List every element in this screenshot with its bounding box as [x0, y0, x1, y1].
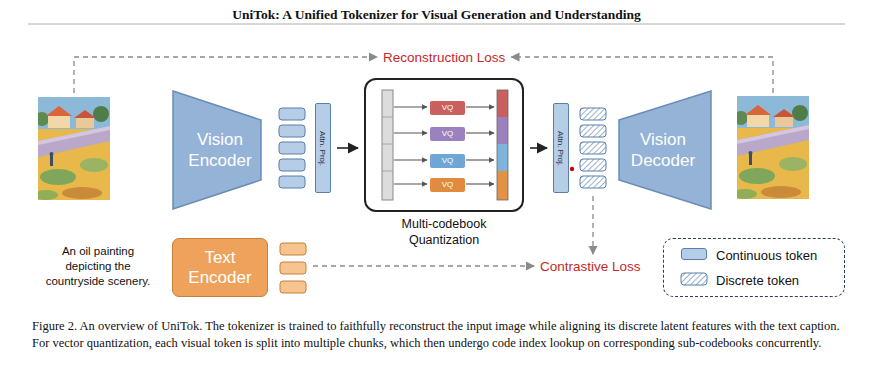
decoder-trapezoid: Vision Decoder — [618, 90, 712, 210]
contrastive-guide — [592, 196, 593, 254]
legend-hatch-sample — [680, 272, 708, 286]
box-text: Vision Decoder — [627, 129, 699, 171]
box-text: Attn. Proj. — [319, 130, 328, 165]
caption: Figure 2. An overview of UniTok. The tok… — [32, 318, 844, 352]
output-image — [733, 96, 809, 199]
continuous-tokens — [279, 108, 305, 188]
red-dot — [570, 167, 574, 171]
contrastive-guide — [313, 265, 534, 266]
note-text: An oil painting depicting the countrysid… — [38, 244, 158, 289]
legend-swatch — [681, 248, 707, 260]
loss-label: Contrastive Loss — [538, 257, 643, 275]
title: UniTok: A Unified Tokenizer for Visual G… — [0, 5, 873, 23]
loss-label: Reconstruction Loss — [381, 48, 507, 66]
text-tokens — [280, 243, 306, 293]
trapezoid-shape — [618, 90, 712, 210]
legend-text: Continuous token — [716, 248, 817, 263]
vq-text: VQ — [442, 156, 454, 166]
discrete-tokens — [580, 108, 606, 188]
vq-box: VQ — [430, 154, 465, 168]
projection-bar: Attn. Proj. — [315, 103, 331, 193]
quantizer-box: Multi-codebook Quantization VQ VQ VQ VQ — [364, 78, 524, 250]
title-rule — [28, 24, 845, 25]
flow-arrow — [530, 147, 547, 149]
vq-text: VQ — [442, 129, 454, 139]
projection-bar: Attn. Proj. — [553, 103, 569, 193]
legend-text: Discrete token — [716, 273, 799, 288]
caption-text: Figure 2. An overview of UniTok. The tok… — [32, 318, 844, 352]
quantizer-label: Multi-codebook Quantization — [379, 216, 509, 248]
vq-box: VQ — [430, 127, 465, 141]
vq-text: VQ — [442, 180, 454, 190]
title-text: UniTok: A Unified Tokenizer for Visual G… — [232, 7, 641, 22]
quantizer-title: Multi-codebook Quantization — [379, 216, 509, 248]
legend-frame — [663, 238, 845, 297]
trapezoid-shape — [172, 90, 262, 210]
box-text: Text Encoder — [184, 248, 256, 288]
flow-arrow — [337, 147, 358, 149]
vq-text: VQ — [442, 103, 454, 113]
box-text: Attn. Proj. — [557, 130, 566, 165]
reconstruction-guide — [74, 57, 377, 93]
vq-box: VQ — [430, 101, 465, 115]
note-label: An oil painting depicting the countrysid… — [38, 244, 158, 289]
reconstruction-guide — [511, 57, 773, 93]
text-encoder-box: Text Encoder — [172, 238, 268, 297]
encoder-trapezoid: Vision Encoder — [172, 90, 262, 210]
legend-label: Discrete token — [716, 271, 799, 289]
loss-text: Contrastive Loss — [540, 259, 641, 274]
loss-text: Reconstruction Loss — [383, 50, 505, 65]
input-image — [34, 97, 110, 200]
vq-box: VQ — [430, 178, 465, 192]
legend-label: Continuous token — [716, 246, 817, 264]
box-text: Vision Encoder — [184, 129, 256, 171]
